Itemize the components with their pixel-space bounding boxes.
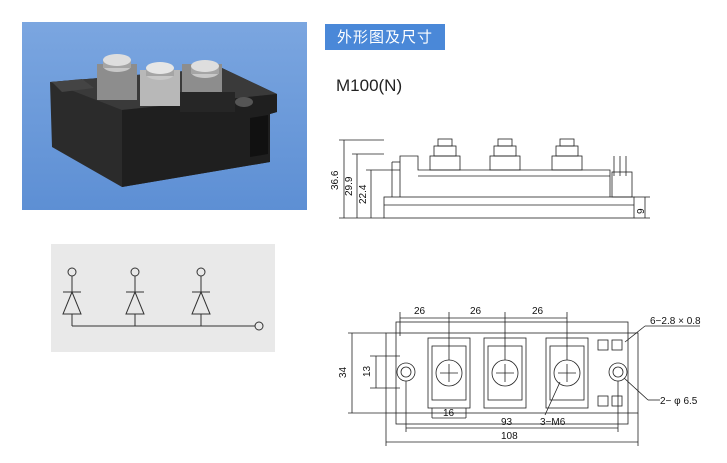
dim-pitch-2: 26 <box>470 306 482 317</box>
dim-length: 108 <box>501 431 518 442</box>
screw-note: 3−M6 <box>540 417 566 428</box>
dim-height-mid: 29.9 <box>344 176 355 196</box>
pin-note: 6−2.8 × 0.8 <box>650 316 701 327</box>
model-name: M100(N) <box>336 76 403 95</box>
hole-note: 2− φ 6.5 <box>660 396 698 407</box>
dim-inner-width: 13 <box>362 365 373 377</box>
module-illustration <box>50 54 277 187</box>
dim-terminal-width: 16 <box>443 408 455 419</box>
dim-width: 34 <box>338 366 349 378</box>
circuit-schematic <box>51 244 275 352</box>
diode-schematic-drawing <box>62 267 264 331</box>
dim-terminal-height: 9 <box>636 208 647 214</box>
dim-height-total: 36.6 <box>330 170 341 190</box>
dim-mount-pitch: 93 <box>501 417 513 428</box>
section-title: 外形图及尺寸 <box>325 24 446 50</box>
product-photo <box>22 22 307 210</box>
dim-height-base: 22.4 <box>358 184 369 204</box>
dim-pitch-1: 26 <box>414 306 426 317</box>
dim-pitch-3: 26 <box>532 306 544 317</box>
